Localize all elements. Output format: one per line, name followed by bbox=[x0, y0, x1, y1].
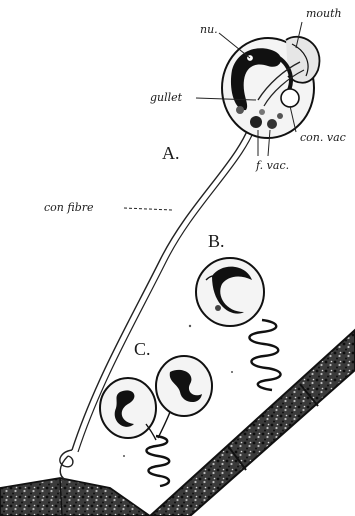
panel-label-c: C. bbox=[134, 340, 151, 358]
label-nucleus: nu. bbox=[200, 24, 218, 35]
zooid-c-left bbox=[100, 378, 156, 440]
label-mouth: mouth bbox=[306, 8, 342, 19]
label-gullet: gullet bbox=[150, 92, 182, 103]
zooid-c-right bbox=[156, 356, 212, 438]
label-food-vacuole: f. vac. bbox=[256, 160, 289, 171]
label-contractile-fibre: con fibre bbox=[44, 202, 94, 213]
label-contractile-vacuole: con. vac bbox=[300, 132, 346, 143]
stalk-c bbox=[146, 436, 169, 486]
panel-label-a: A. bbox=[162, 144, 180, 162]
zooid-a bbox=[222, 37, 319, 138]
panel-label-b: B. bbox=[208, 232, 225, 250]
algal-filament-lower bbox=[0, 478, 150, 516]
stalk-b-coiled bbox=[249, 320, 280, 390]
zooid-b bbox=[196, 258, 264, 326]
